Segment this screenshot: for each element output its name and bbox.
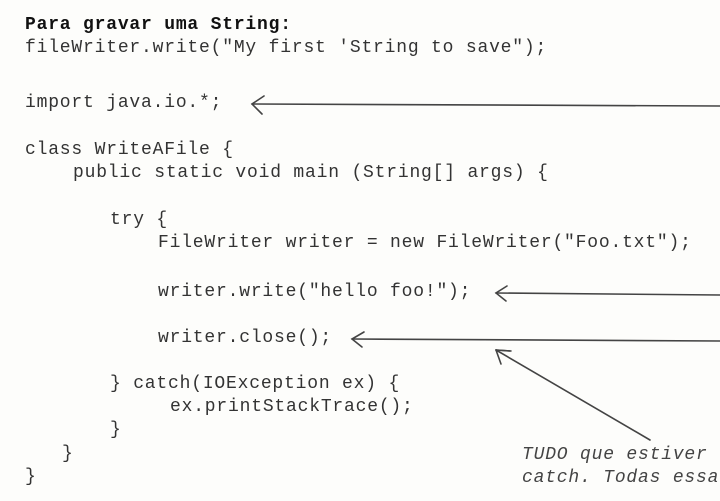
code-line: } catch(IOException ex) { [110, 374, 401, 394]
arrow-import [250, 95, 720, 115]
code-line: writer.close(); [158, 328, 333, 348]
example-line: fileWriter.write("My first 'String to sa… [25, 38, 548, 58]
code-line: import java.io.*; [25, 93, 223, 113]
code-line: ex.printStackTrace(); [170, 397, 414, 417]
code-line: public static void main (String[] args) … [73, 163, 549, 183]
arrow-write [494, 285, 720, 302]
arrow-diagonal [495, 349, 651, 441]
annotation-line: catch. Todas essa [522, 468, 720, 488]
code-line: writer.write("hello foo!"); [158, 282, 472, 302]
code-line: } [25, 467, 37, 487]
arrow-close [350, 331, 720, 348]
code-line: } [110, 420, 122, 440]
code-line: class WriteAFile { [25, 140, 234, 160]
heading: Para gravar uma String: [25, 15, 292, 35]
annotation-line: TUDO que estiver [522, 445, 708, 465]
code-line: FileWriter writer = new FileWriter("Foo.… [158, 233, 692, 253]
code-line: try { [110, 210, 169, 230]
code-line: } [62, 444, 74, 464]
